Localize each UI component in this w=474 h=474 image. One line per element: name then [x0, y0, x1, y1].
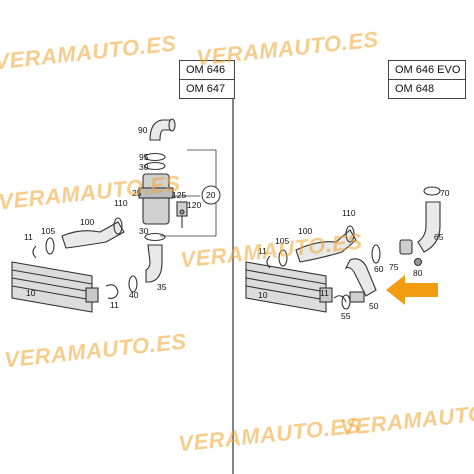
label-right-11b: 11: [320, 288, 329, 298]
right-clamp-110: [345, 225, 355, 243]
right-oring-55: [341, 294, 351, 310]
label-left-105: 105: [41, 226, 55, 236]
label-right-50: 50: [369, 301, 379, 311]
right-clamp-75: [399, 239, 413, 255]
label-left-35: 35: [157, 282, 167, 292]
right-clamp-105: [278, 249, 288, 267]
left-intercooler-10: [11, 261, 99, 313]
left-engine-1: OM 646: [186, 64, 226, 76]
left-engine-table: OM 646 OM 647: [179, 60, 235, 99]
left-oring-30a: [144, 161, 166, 171]
left-oring-95: [144, 152, 166, 162]
right-engine-1: OM 646 EVO: [395, 64, 461, 76]
label-left-10: 10: [26, 288, 36, 298]
label-left-11a: 11: [24, 232, 33, 242]
right-bolt-80: [413, 257, 423, 267]
label-left-11b: 11: [110, 300, 119, 310]
left-callouts: [160, 149, 217, 237]
left-labels: 90 95 30 25 125 120 20 30 35 110 105 100…: [24, 125, 216, 310]
right-engine-table: OM 646 EVO OM 648: [388, 60, 466, 99]
orange-arrow: [386, 275, 438, 305]
label-left-120: 120: [187, 200, 201, 210]
right-clamp-11a: [266, 255, 271, 269]
label-right-60: 60: [374, 264, 384, 274]
left-elbow-end: [168, 118, 176, 132]
right-pipe-65: [417, 201, 441, 253]
right-hose-100: [295, 229, 357, 263]
right-pipe-50-end: [349, 291, 365, 303]
label-left-100: 100: [80, 217, 94, 227]
left-clamp-11a: [32, 245, 37, 259]
left-pipe-35: [145, 244, 163, 283]
label-left-95: 95: [139, 152, 149, 162]
right-labels: 70 110 105 100 11 65 60 75 80 10 11 55 5…: [258, 188, 450, 321]
left-oring-40: [128, 275, 138, 293]
left-callout-circle-20: [201, 185, 221, 205]
label-right-55: 55: [341, 311, 351, 321]
right-intercooler-10: [245, 261, 333, 313]
left-hose-100: [61, 221, 125, 249]
right-engine-2: OM 648: [389, 79, 465, 98]
label-left-40: 40: [129, 290, 139, 300]
label-right-110: 110: [342, 208, 356, 218]
right-oring-60: [371, 244, 381, 264]
label-right-100: 100: [298, 226, 312, 236]
left-engine-2: OM 647: [180, 79, 234, 98]
left-valve-flange: [138, 187, 174, 199]
label-left-30a: 30: [139, 162, 149, 172]
label-left-20: 20: [206, 190, 216, 200]
left-clamp-110: [113, 217, 123, 235]
label-left-30b: 30: [139, 226, 149, 236]
left-screw-120: [179, 209, 185, 215]
label-right-105: 105: [275, 236, 289, 246]
left-parts: [11, 118, 188, 313]
right-clamp-11b: [333, 295, 347, 303]
label-left-110: 110: [114, 198, 128, 208]
left-valve-body-25: [142, 173, 170, 225]
label-left-125: 125: [172, 190, 186, 200]
right-oring-70: [423, 186, 441, 196]
right-pipe-50: [344, 258, 377, 297]
left-clamp-11b: [105, 284, 119, 299]
label-right-70: 70: [440, 188, 450, 198]
left-clamp-105: [45, 237, 55, 255]
label-right-65: 65: [434, 232, 444, 242]
left-oring-30b: [144, 232, 166, 242]
label-left-25: 25: [132, 188, 142, 198]
label-left-90: 90: [138, 125, 148, 135]
label-right-75: 75: [389, 262, 399, 272]
label-right-11a: 11: [258, 246, 267, 256]
label-right-10: 10: [258, 290, 268, 300]
right-parts: [245, 186, 441, 313]
label-right-80: 80: [413, 268, 423, 278]
